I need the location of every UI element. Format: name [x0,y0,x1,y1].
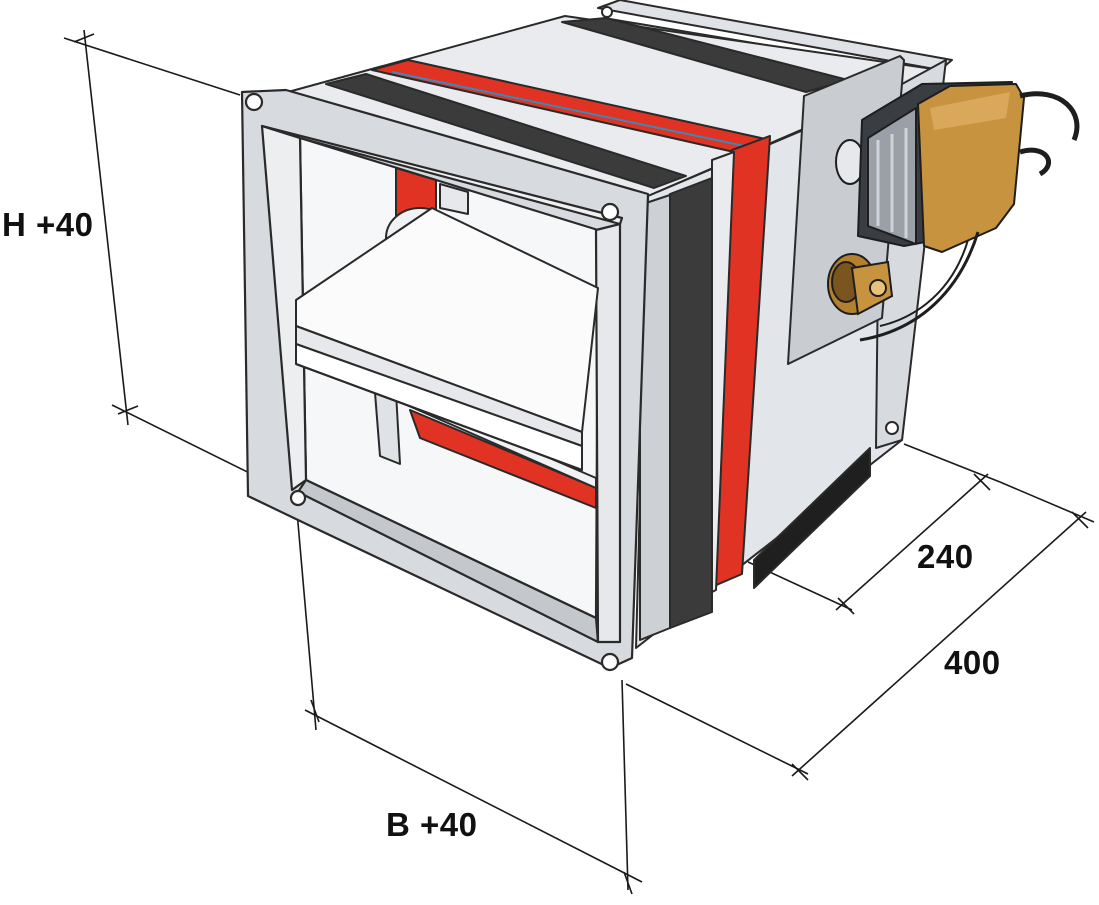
damper-interior [295,167,599,509]
thermal-release-knob [827,253,894,316]
corner-screw-icon [600,652,620,672]
length-dimension-line [791,511,1087,777]
depth-tick-b [973,473,991,491]
actuator-motor [835,81,1080,342]
width-tick-right [623,871,633,895]
length-tick-a [791,763,809,781]
width-extension-right [621,679,629,891]
height-extension-top [63,37,241,96]
flange-screw-icon [601,6,613,18]
corner-screw-icon [289,489,307,507]
actuator-depth-dimension-label: 240 [917,538,974,575]
flange-screw-icon [885,421,899,435]
width-dimension-line [304,709,643,883]
height-tick-bottom [117,405,139,415]
length-tick-b [1071,511,1089,529]
length-dimension-label: 400 [944,644,1001,681]
height-dimension-label: H +40 [2,206,94,243]
depth-extension-b [903,443,1001,483]
corner-screw-icon [244,92,264,112]
height-tick-top [73,33,95,43]
height-dimension-line [83,29,129,426]
width-tick-left [310,699,320,723]
inner-seal-bottom [409,409,597,509]
corner-screw-icon [600,202,620,222]
depth-tick-a [837,597,855,615]
length-extension-a [625,683,809,775]
length-extension-b [999,481,1095,523]
depth-dimension-line [835,473,989,611]
damper-blade [295,207,599,433]
width-extension-left [295,499,317,731]
width-dimension-label: B +40 [386,806,478,843]
